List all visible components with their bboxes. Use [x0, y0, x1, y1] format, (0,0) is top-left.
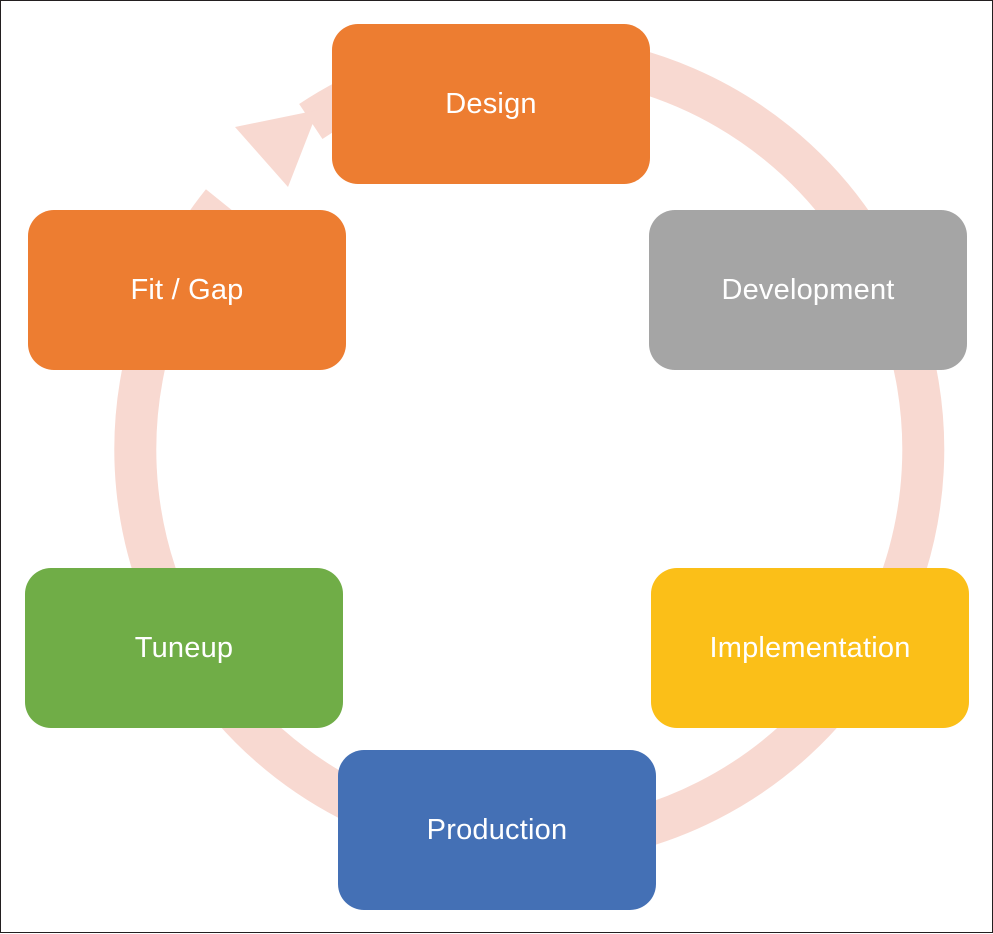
stage-label-implementation: Implementation	[709, 631, 911, 664]
stage-label-production: Production	[426, 813, 568, 846]
cycle-ring-arc	[114, 34, 945, 865]
stage-design: Design	[332, 24, 650, 184]
stage-label-tuneup: Tuneup	[134, 631, 234, 664]
stage-implementation: Implementation	[651, 568, 969, 728]
stage-label-development: Development	[721, 273, 895, 306]
stage-label-fit-gap: Fit / Gap	[130, 273, 244, 306]
cycle-arrowhead	[235, 110, 318, 187]
stage-label-design: Design	[445, 87, 537, 120]
stage-tuneup: Tuneup	[25, 568, 343, 728]
stage-fit-gap: Fit / Gap	[28, 210, 346, 370]
stage-development: Development	[649, 210, 967, 370]
stage-production: Production	[338, 750, 656, 910]
